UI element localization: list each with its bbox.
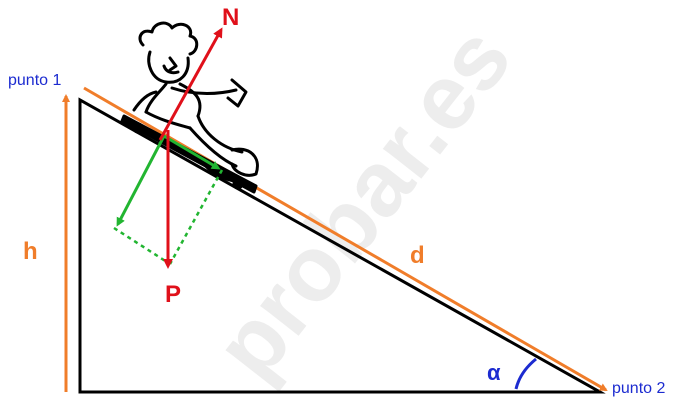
point-start-label: punto 1: [8, 72, 61, 89]
height-label: h: [23, 238, 38, 265]
parallel-component-arrow: [163, 134, 221, 170]
normal-force-label: N: [222, 4, 239, 31]
weight-label: P: [165, 281, 181, 308]
perpendicular-component-arrow: [116, 135, 166, 227]
incline-triangle: [78, 97, 606, 394]
watermark-text: probar.es: [195, 8, 530, 397]
normal-force-arrow: [158, 27, 223, 141]
point-end-label: punto 2: [612, 380, 665, 397]
angle-label: α: [487, 360, 501, 385]
skateboarder-icon: [120, 21, 259, 194]
component-dotted-lines: [113, 169, 224, 266]
distance-arrow: [83, 86, 608, 392]
angle-arc: [514, 357, 537, 390]
distance-label: d: [410, 242, 425, 269]
